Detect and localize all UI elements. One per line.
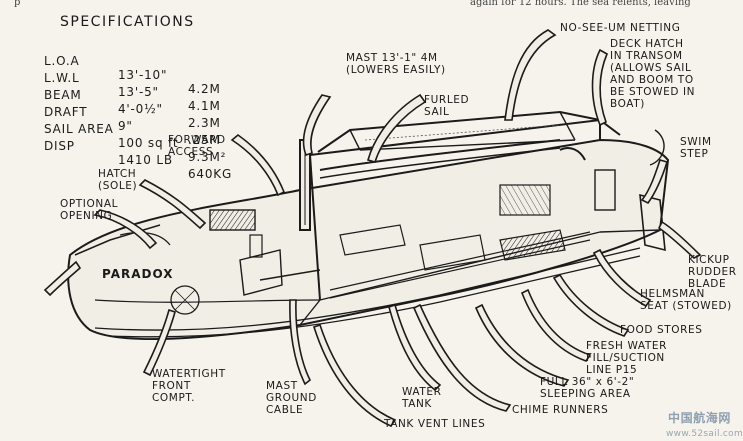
watermark-url: www.52sail.com [666,429,743,439]
spec-metric: 640KG [188,167,233,181]
spec-label: L.O.A [44,54,80,68]
furled-sail [319,139,561,179]
boat-name-label: PARADOX [102,267,174,281]
chime-runners [94,247,641,338]
spec-metric: 2.3M [188,116,221,130]
stern-details [499,129,666,252]
spec-row: SAIL AREA 100 sq ft 9.3M² [44,108,225,178]
spec-label: L.W.L [44,71,80,85]
spec-row: DISP 1410 LB 640KG [44,125,231,195]
bow-details [74,209,283,315]
interior-items [259,224,591,299]
spec-row: BEAM 4'-0½" 2.3M [44,74,220,144]
spec-metric: 9.3M² [188,150,227,164]
spec-imperial: 9" [118,119,133,133]
spec-row: L.O.A 13'-10" 4.2M [44,40,220,110]
callout-water-tank: WATER TANK [402,386,442,410]
callout-swim-step: SWIM STEP [680,136,712,160]
callout-mast: MAST 13'-1" 4M (LOWERS EASILY) [346,52,446,76]
callout-food-stores: FOOD STORES [620,324,703,336]
callout-furled-sail: FURLED SAIL [424,94,470,118]
spec-metric: 4.2M [188,82,221,96]
spec-imperial: 4'-0½" [118,102,163,116]
spec-label: DISP [44,139,75,153]
spec-row: L.W.L 13'-5" 4.1M [44,57,220,127]
callout-hatch-sole: HATCH (SOLE) [98,168,138,192]
spec-metric: .25M [188,133,221,147]
callout-watertight-compartment: WATERTIGHT FRONT COMPT. [152,368,226,404]
watermark-logo: 中国航海网 [668,411,732,425]
spec-metric: 4.1M [188,99,221,113]
callout-fresh-water: FRESH WATER FILL/SUCTION LINE P15 [586,340,667,376]
callout-forward-access: FORWARD ACCESS [168,134,226,158]
callout-kickup-rudder: KICKUP RUDDER BLADE [688,254,737,290]
top-cropped-text-right: again for 12 hours. The sea relents, lea… [470,0,691,8]
specifications-title: SPECIFICATIONS [60,14,195,30]
spec-imperial: 100 sq ft [118,136,179,150]
spec-imperial: 13'-5" [118,85,159,99]
spec-row: DRAFT 9" .25M [44,91,220,161]
spec-label: DRAFT [44,105,88,119]
callout-tank-vent-lines: TANK VENT LINES [384,418,486,430]
callout-mast-ground-cable: MAST GROUND CABLE [266,380,317,416]
spec-imperial: 1410 LB [118,153,173,167]
callout-helmsman-seat: HELMSMAN SEAT (STOWED) [640,288,732,312]
spec-label: SAIL AREA [44,122,114,136]
callout-deck-hatch: DECK HATCH IN TRANSOM (ALLOWS SAIL AND B… [610,38,696,110]
cabin-roof [317,110,601,153]
leader-arrows [43,29,702,428]
callout-optional-opening: OPTIONAL OPENING [60,198,119,222]
spec-label: BEAM [44,88,82,102]
top-cropped-text-left: p [14,0,21,8]
callout-sleeping-area: FULL 36" x 6'-2" SLEEPING AREA [540,376,635,400]
callout-chime-runners: CHIME RUNNERS [512,404,609,416]
callout-no-see-um-netting: NO-SEE-UM NETTING [560,22,681,34]
spec-imperial: 13'-10" [118,68,168,82]
